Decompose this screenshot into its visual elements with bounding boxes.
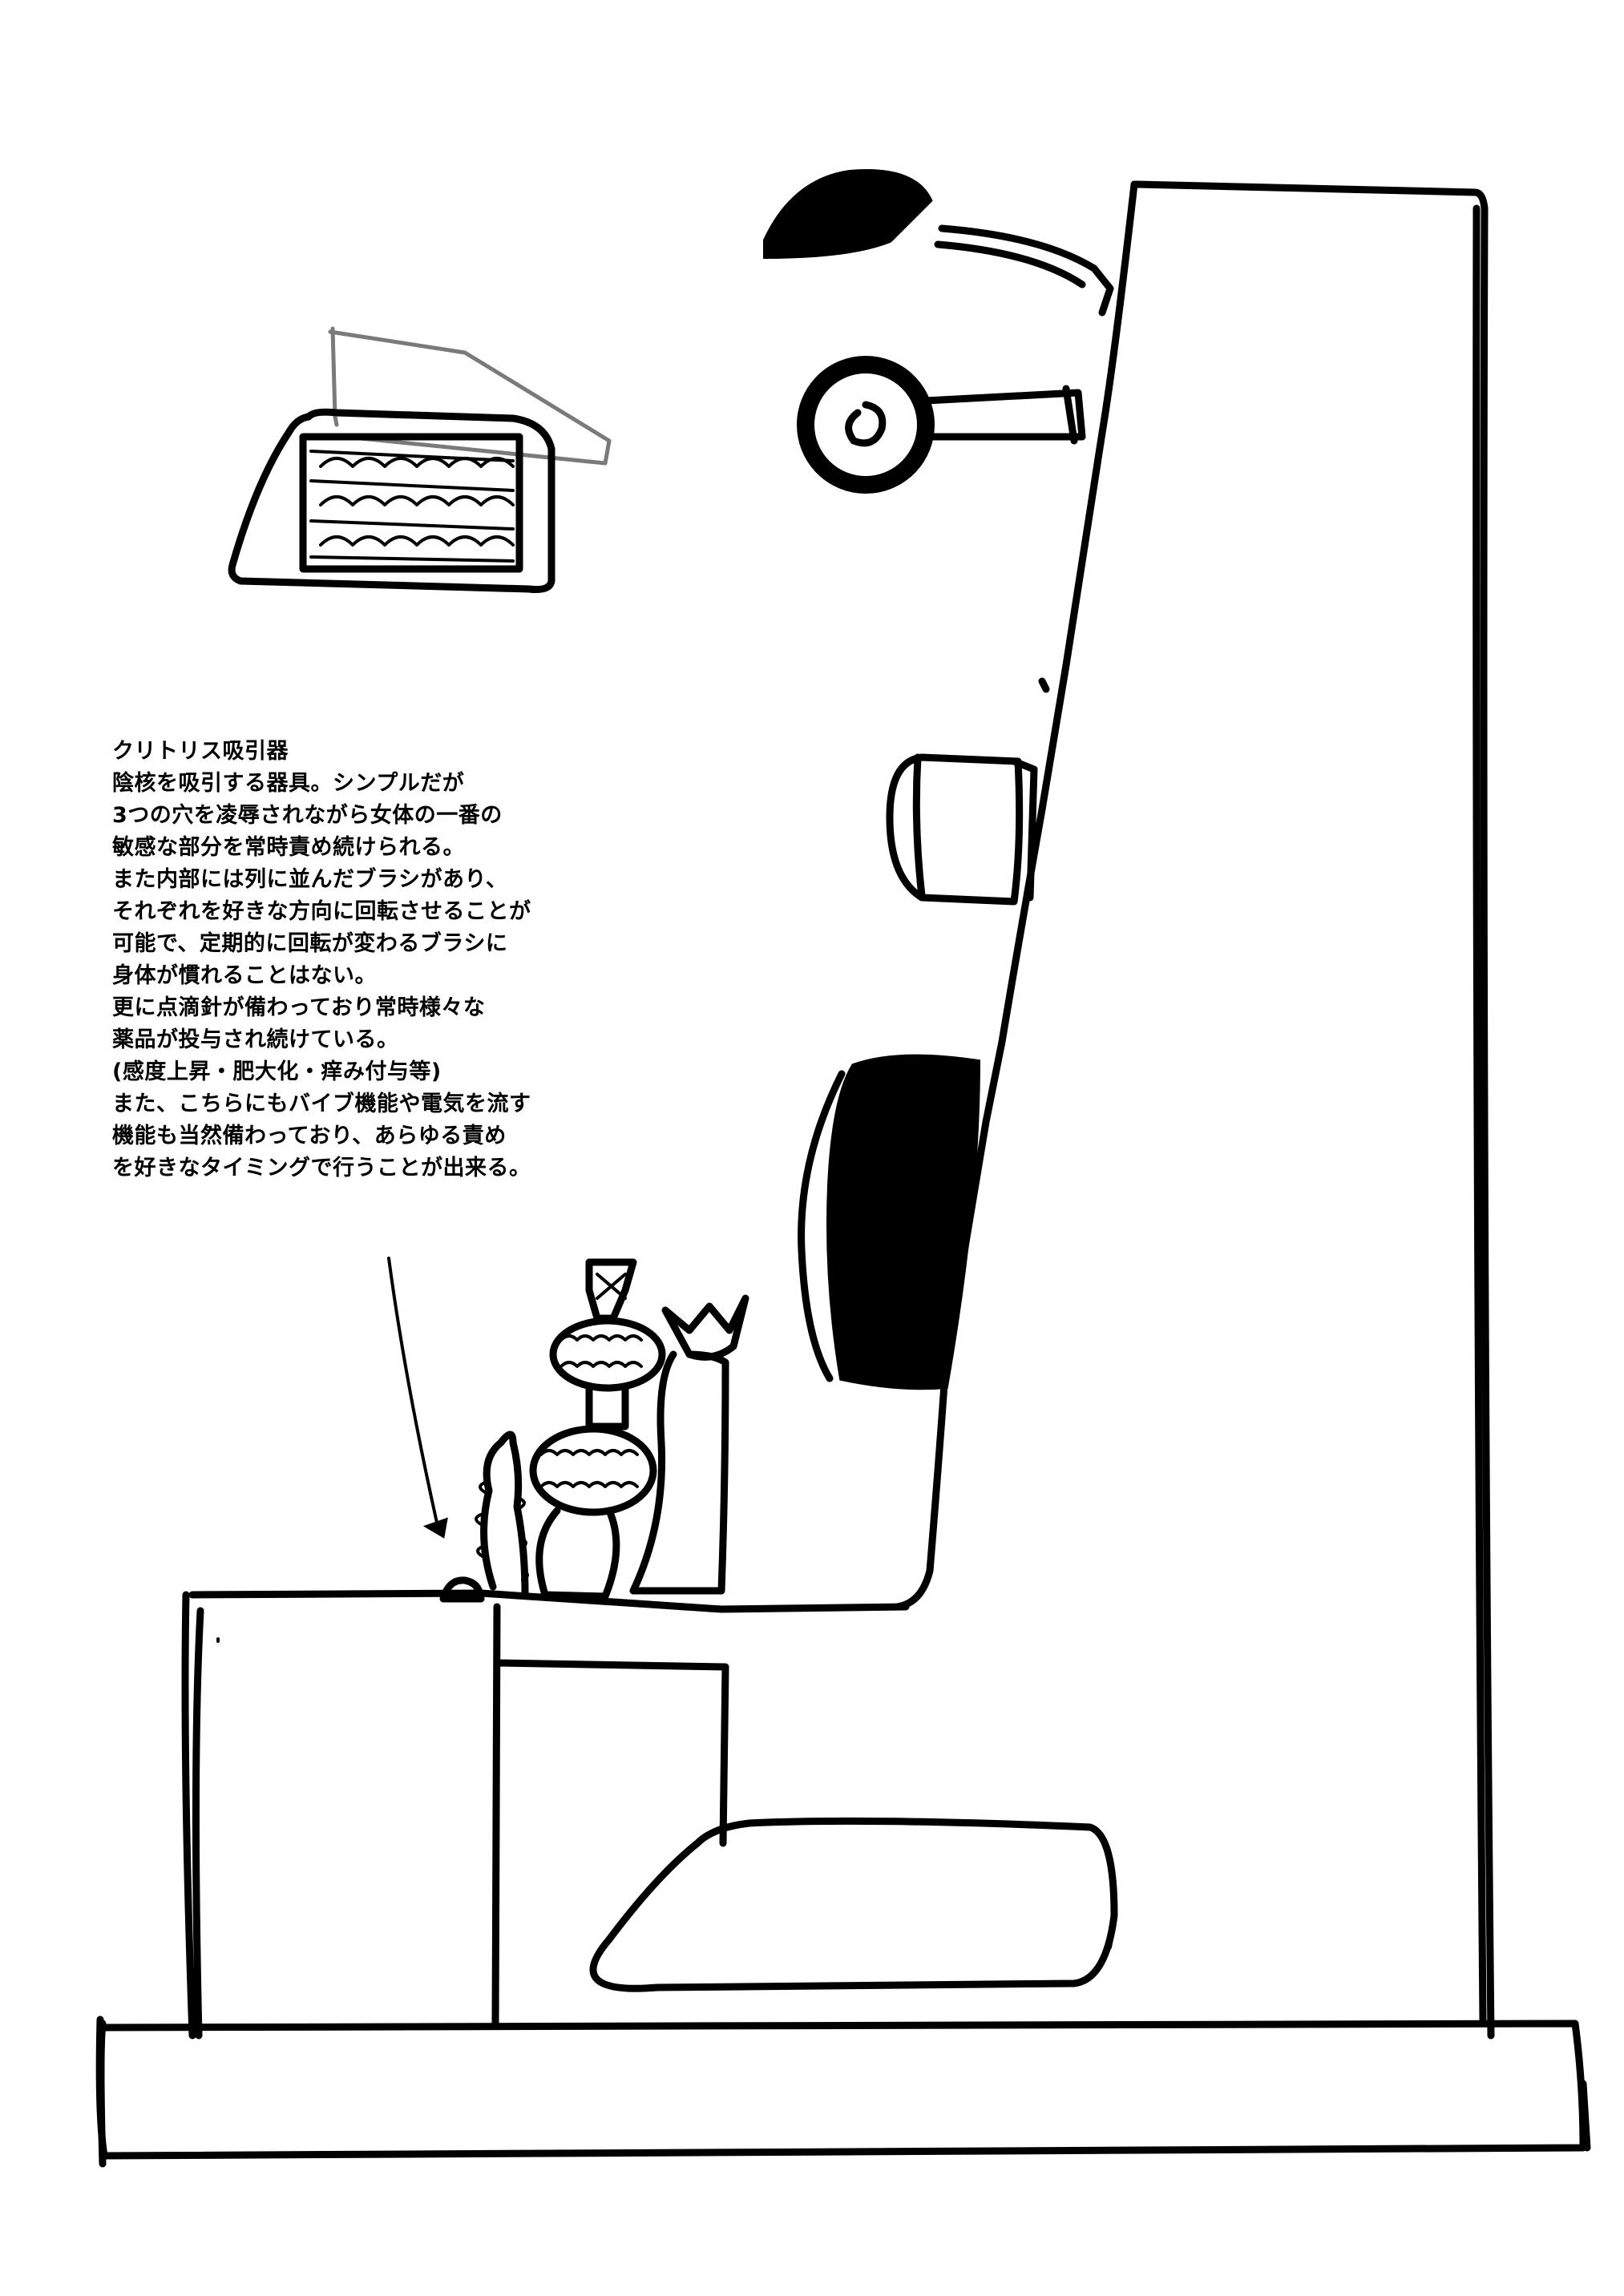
suction-device-illustration xyxy=(228,326,612,593)
description-line: また、こちらにもバイブ機能や電気を流す xyxy=(112,1092,531,1116)
spiral-disc-attachment xyxy=(797,356,1086,494)
description-line: 身体が慣れることはない。 xyxy=(112,963,377,988)
large-pad-attachment xyxy=(798,1054,981,1390)
beaded-toy xyxy=(529,1258,666,1600)
lower-housing xyxy=(589,1817,1118,1992)
tentacle-toy xyxy=(439,1430,529,1603)
description-line: それぞれを好きな方向に回転させることが xyxy=(112,899,531,924)
phallic-toy xyxy=(629,1294,749,1595)
description-line: 更に点滴針が備わっており常時様々な xyxy=(112,995,486,1020)
drip-needle xyxy=(387,1257,448,1539)
machine-tower xyxy=(894,180,1495,2040)
description-line: 薬品が投与され続けている。 xyxy=(112,1027,399,1052)
cup-attachment xyxy=(886,753,1038,906)
description-line: 可能で、定期的に回転が変わるブラシに xyxy=(112,931,508,956)
top-lamp-attachment xyxy=(763,169,1114,317)
description-line: 敏感な部分を常時責め続けられる。 xyxy=(112,835,465,860)
device-description: クリトリス吸引器 陰核を吸引する器具。シンプルだが 3つの穴を凌辱されながら女体… xyxy=(112,736,721,1184)
description-line: (感度上昇・肥大化・痒み付与等) xyxy=(112,1059,442,1084)
description-line: 機能も当然備わっており、あらゆる責め xyxy=(112,1124,507,1148)
cabinet xyxy=(181,1589,910,2040)
description-line: また内部には列に並んだブラシがあり、 xyxy=(112,867,508,892)
description-line: クリトリス吸引器 xyxy=(112,739,289,764)
base-platform xyxy=(95,2016,1591,2168)
description-line: を好きなタイミングで行うことが出来る。 xyxy=(112,1156,531,1180)
description-line: 3つの穴を凌辱されながら女体の一番の xyxy=(112,803,503,828)
description-line: 陰核を吸引する器具。シンプルだが xyxy=(112,771,465,796)
